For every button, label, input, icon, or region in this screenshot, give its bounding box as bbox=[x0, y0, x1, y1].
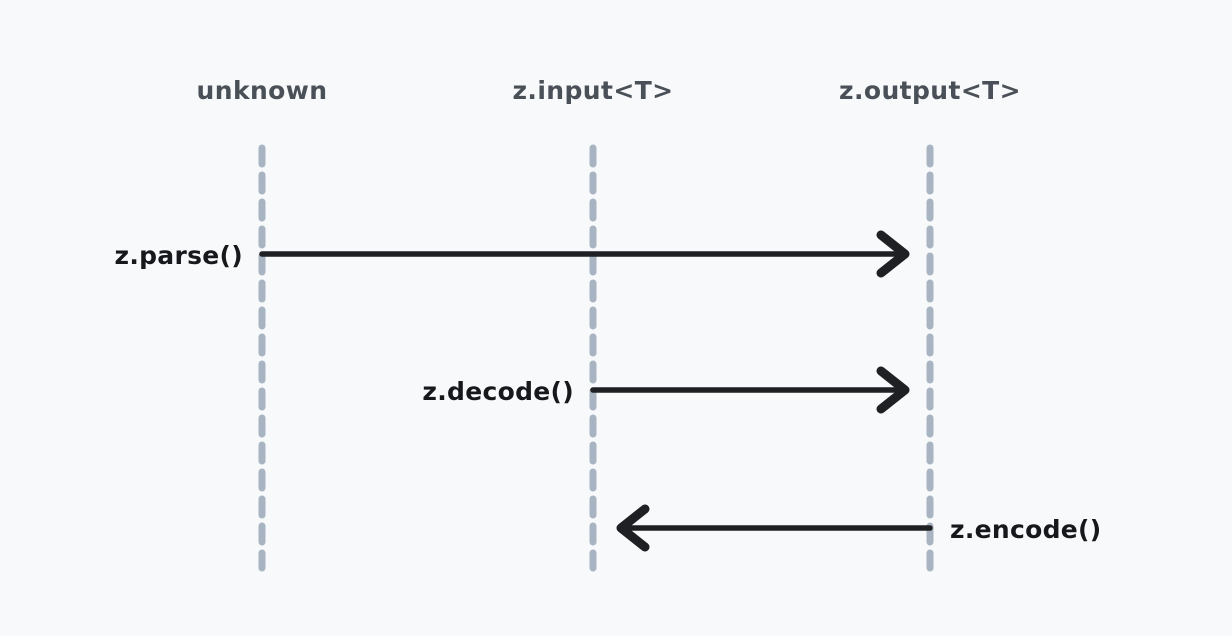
arrowhead-parse-right bbox=[876, 230, 910, 278]
message-parse[interactable]: z.parse() bbox=[114, 230, 910, 278]
message-label-parse: z.parse() bbox=[114, 241, 243, 270]
participant-label-unknown: unknown bbox=[197, 76, 328, 105]
message-decode[interactable]: z.decode() bbox=[422, 366, 910, 414]
participant-unknown[interactable]: unknown bbox=[197, 76, 328, 572]
participant-label-z-output: z.output<T> bbox=[839, 76, 1021, 105]
participant-z-output[interactable]: z.output<T> bbox=[839, 76, 1021, 572]
arrowhead-encode-left bbox=[616, 504, 650, 552]
participant-z-input[interactable]: z.input<T> bbox=[512, 76, 673, 572]
arrowhead-decode-right bbox=[876, 366, 910, 414]
message-label-decode: z.decode() bbox=[422, 377, 574, 406]
participant-label-z-input: z.input<T> bbox=[512, 76, 673, 105]
message-encode[interactable]: z.encode() bbox=[616, 504, 1102, 552]
message-label-encode: z.encode() bbox=[950, 515, 1102, 544]
